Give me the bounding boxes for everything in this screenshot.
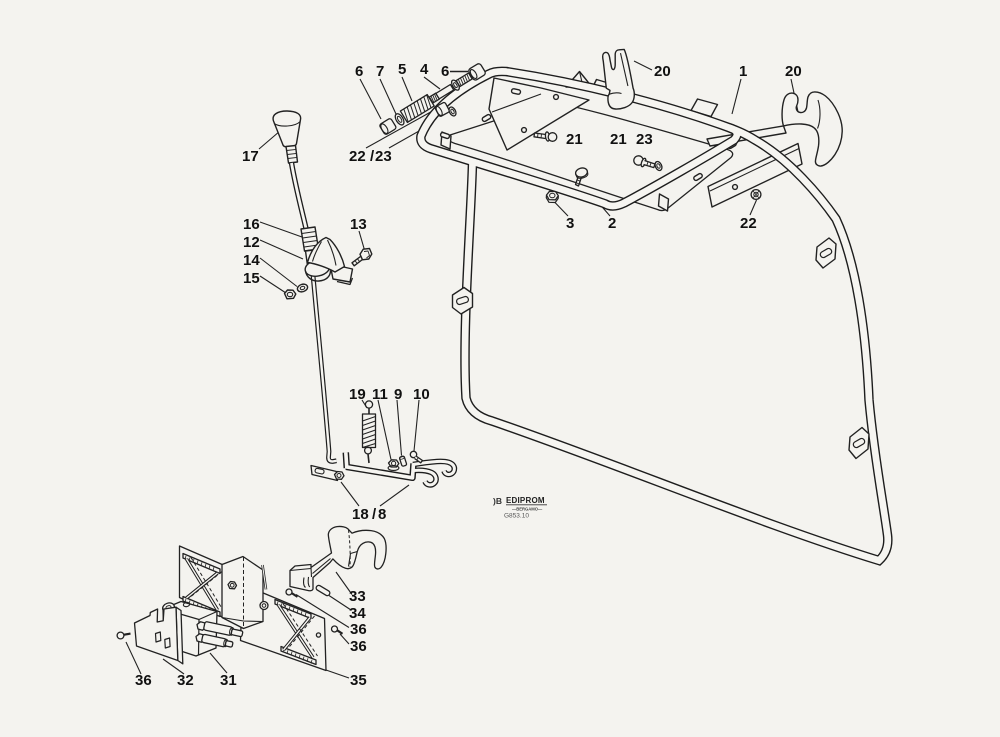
svg-text:/: /: [372, 506, 377, 523]
svg-text:)B: )B: [493, 496, 502, 506]
svg-text:5: 5: [398, 61, 406, 78]
svg-text:36: 36: [350, 621, 367, 638]
svg-text:31: 31: [220, 672, 237, 689]
svg-text:7: 7: [376, 63, 384, 80]
svg-text:21: 21: [610, 131, 627, 148]
svg-text:14: 14: [243, 252, 260, 269]
svg-text:21: 21: [566, 131, 583, 148]
svg-text:—BERGAMO—: —BERGAMO—: [512, 507, 543, 512]
svg-text:19: 19: [349, 386, 366, 403]
svg-text:12: 12: [243, 234, 260, 251]
svg-text:16: 16: [243, 216, 260, 233]
svg-text:36: 36: [135, 672, 152, 689]
svg-text:36: 36: [350, 638, 367, 655]
svg-text:13: 13: [350, 216, 367, 233]
svg-text:1: 1: [739, 63, 747, 80]
svg-text:20: 20: [785, 63, 802, 80]
svg-text:11: 11: [372, 386, 388, 403]
svg-text:9: 9: [394, 386, 402, 403]
svg-text:18: 18: [352, 506, 369, 523]
svg-text:22: 22: [349, 148, 366, 165]
svg-text:23: 23: [636, 131, 653, 148]
svg-text:EDIPROM: EDIPROM: [506, 496, 545, 505]
svg-text:6: 6: [355, 63, 363, 80]
svg-text:3: 3: [566, 215, 574, 232]
svg-text:23: 23: [375, 148, 392, 165]
svg-text:17: 17: [242, 148, 259, 165]
svg-text:6: 6: [441, 63, 449, 80]
svg-text:2: 2: [608, 215, 616, 232]
svg-text:32: 32: [177, 672, 194, 689]
svg-text:10: 10: [413, 386, 430, 403]
svg-text:33: 33: [349, 588, 366, 605]
svg-text:8: 8: [378, 506, 386, 523]
svg-text:22: 22: [740, 215, 757, 232]
svg-text:15: 15: [243, 270, 260, 287]
svg-text:4: 4: [420, 61, 429, 78]
svg-text:20: 20: [654, 63, 671, 80]
svg-text:34: 34: [349, 605, 366, 622]
svg-text:35: 35: [350, 672, 367, 689]
svg-text:G853.10: G853.10: [504, 513, 529, 520]
svg-text:/: /: [370, 148, 375, 165]
